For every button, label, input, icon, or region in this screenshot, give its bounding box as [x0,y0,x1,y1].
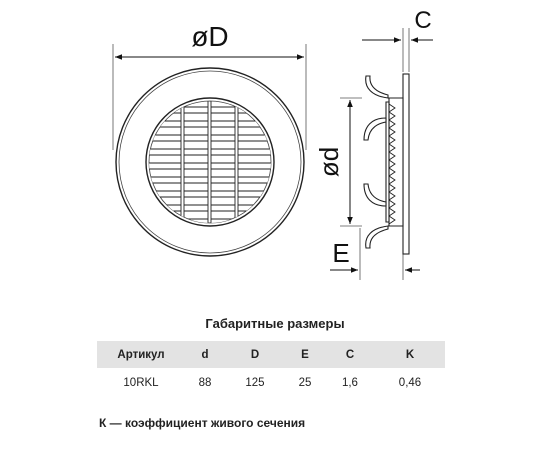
spec-title: Габаритные размеры [205,316,345,331]
cell-C: 1,6 [341,377,358,389]
front-view: øD [112,21,307,257]
spring-clip-lower-mid [363,183,387,207]
header-article: Артикул [97,341,185,368]
side-view: C ød E [314,7,433,280]
header-d: d [185,341,225,368]
slat-edges [388,103,396,225]
cell-article: 10RKL [123,377,159,389]
depth-E-label: E [332,238,349,268]
table-row: 10RKL 88 125 25 1,6 0,46 [97,368,445,398]
dimensions-table: Артикул d D E C K 10RKL 88 125 25 1,6 0,… [97,341,445,398]
cell-E: 25 [298,377,312,389]
spring-clip-upper-mid [363,117,387,141]
header-E: E [284,341,325,368]
thickness-C-label: C [414,7,431,34]
cell-D: 125 [245,377,265,389]
cell-d: 88 [198,377,212,389]
header-C: C [324,341,375,368]
spring-clip-top [365,75,389,99]
header-D: D [225,341,285,368]
spring-clip-bottom [365,225,389,249]
grille-technical-drawing: øD C ød [112,7,433,280]
header-K: K [374,341,445,368]
diameter-D-label: øD [191,21,228,52]
diameter-d-label: ød [314,147,344,177]
table-header-row: Артикул d D E C K [97,341,445,368]
footnote: К — коэффициент живого сечения [99,416,306,430]
cell-K: 0,46 [398,377,422,389]
slat-ribs [180,101,239,223]
flange-plate [402,73,410,255]
